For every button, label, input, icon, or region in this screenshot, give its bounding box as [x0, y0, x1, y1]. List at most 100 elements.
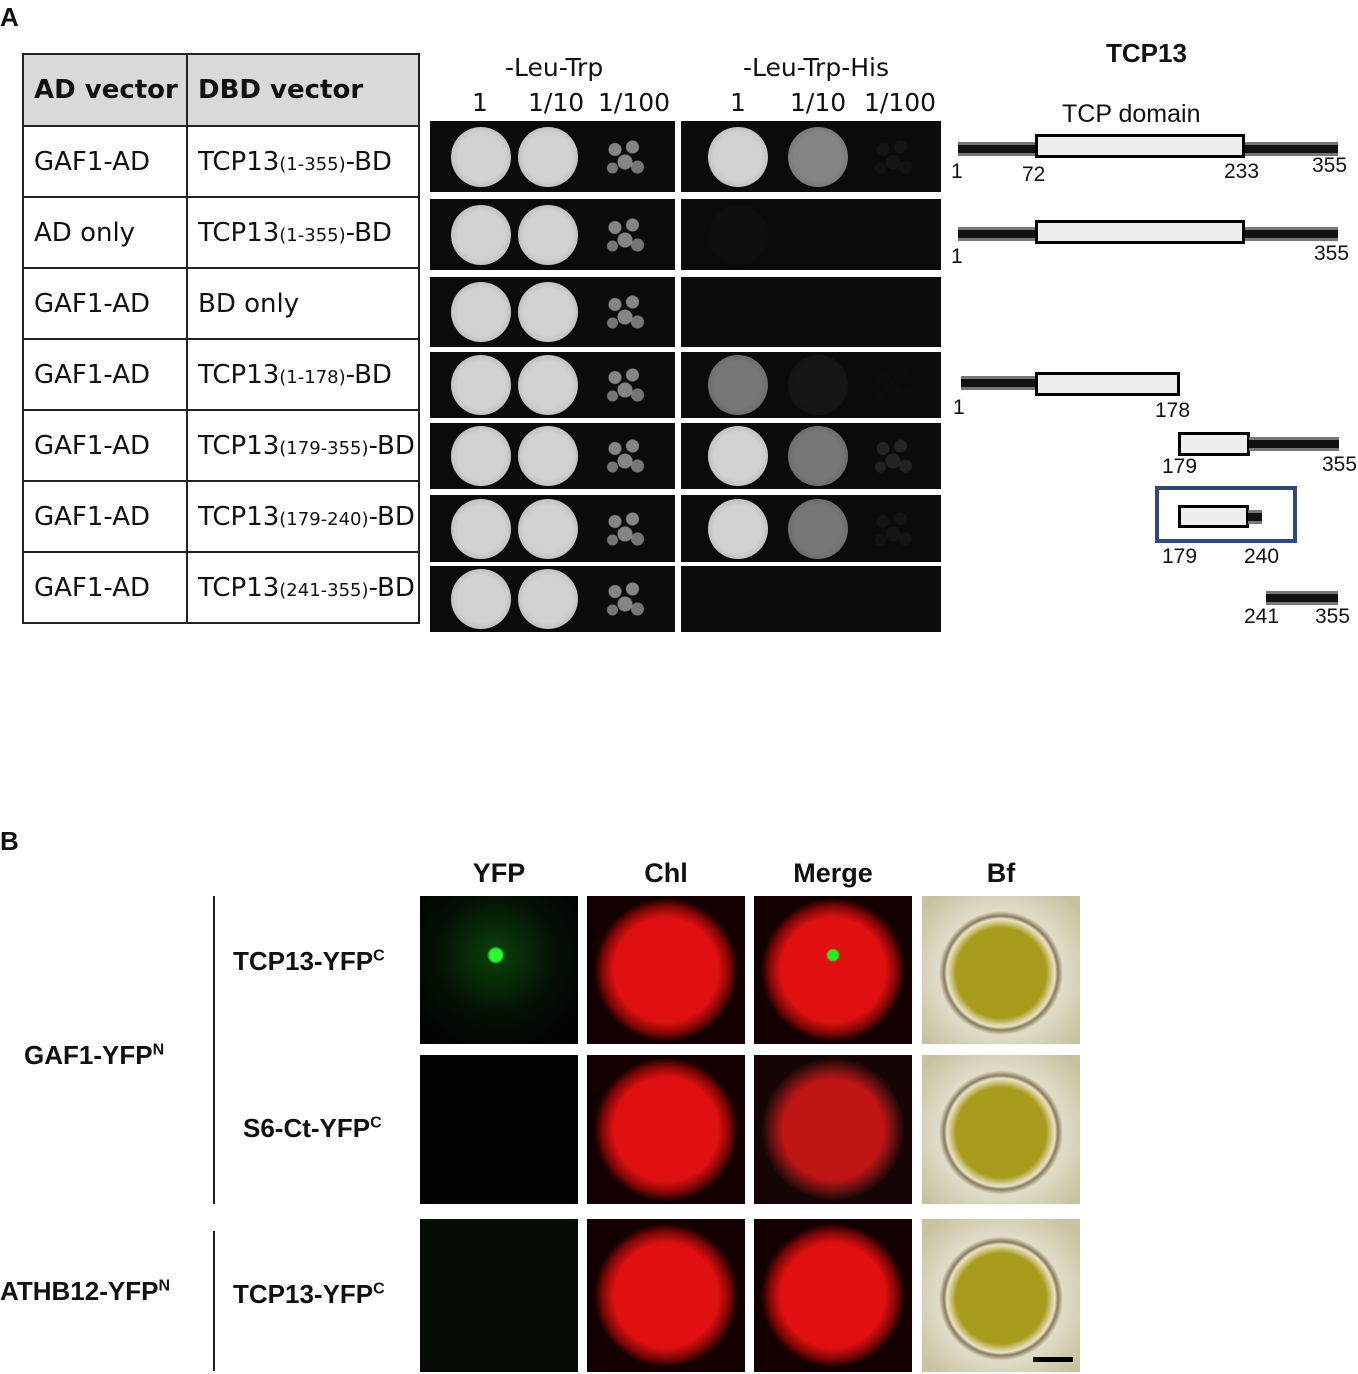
plate-row-1-ltw: [430, 121, 675, 192]
construct-2-tick-355: 355: [1314, 242, 1350, 265]
column-merge: Merge: [793, 858, 873, 888]
group-gaf1-bracket: [213, 896, 215, 1204]
construct-1-tick-355: 355: [1312, 154, 1348, 177]
construct-2-domain: [1035, 220, 1245, 244]
micrograph-merge-row-1: [754, 896, 912, 1044]
column-bf: Bf: [986, 858, 1016, 888]
ad-cell: AD only: [22, 196, 188, 269]
yeast-spot: [518, 204, 578, 265]
construct-5-line: [1249, 437, 1339, 451]
yeast-spot: [451, 282, 511, 342]
dbd-name: BD only: [198, 288, 300, 319]
micrograph-chl-row-1: [587, 896, 745, 1044]
plate-row-7-ltwh: [681, 566, 941, 632]
panel-a-letter: A: [0, 2, 19, 32]
dbd-suffix: -BD: [368, 501, 415, 532]
yeast-spot: [868, 131, 918, 182]
dbd-cell: TCP13(1-178)-BD: [186, 338, 420, 411]
ad-cell: GAF1-AD: [22, 267, 188, 340]
micrograph-chl-row-3: [587, 1219, 745, 1372]
micrograph-yfp-row-2: [420, 1055, 578, 1204]
construct-7-tick-355: 355: [1315, 605, 1351, 628]
dbd-suffix: -BD: [345, 146, 392, 177]
dbd-range: (241-355): [279, 579, 369, 601]
plate-row-3-ltw: [430, 277, 675, 347]
dbd-name: TCP13: [198, 359, 280, 390]
yeast-spot: [708, 498, 768, 559]
domain-map-title: TCP13: [1106, 38, 1187, 68]
yeast-spot: [788, 355, 848, 415]
construct-4-domain: [1035, 372, 1180, 396]
construct-5-tick-179: 179: [1162, 455, 1198, 478]
micrograph-merge-row-3: [754, 1219, 912, 1372]
yeast-spot: [868, 503, 918, 554]
construct-4-line: [961, 376, 1041, 390]
row-1-label: TCP13-YFPC: [233, 946, 385, 976]
construct-6-tick-179: 179: [1162, 545, 1198, 568]
dbd-cell: BD only: [186, 267, 420, 340]
yeast-spot: [518, 282, 578, 342]
construct-5-domain: [1178, 432, 1250, 456]
panel-b-letter: B: [0, 826, 19, 856]
scale-bar: [1033, 1357, 1073, 1362]
micrograph-bf-row-2: [922, 1055, 1080, 1204]
construct-1-tick-72: 72: [1022, 163, 1046, 186]
ad-cell: GAF1-AD: [22, 480, 188, 553]
dilution-ltwh-1: 1: [730, 88, 746, 117]
micrograph-bf-row-3: [922, 1219, 1080, 1372]
dbd-range: (1-355): [279, 224, 346, 246]
yeast-spot: [788, 498, 848, 559]
construct-6-domain: [1178, 505, 1249, 528]
dbd-suffix: -BD: [345, 217, 392, 248]
dbd-range: (1-355): [279, 153, 346, 175]
dilution-ltwh-3: 1/100: [864, 88, 937, 117]
plate-row-4-ltwh: [681, 352, 941, 418]
construct-5-tick-355: 355: [1322, 453, 1358, 476]
dbd-cell: TCP13(1-355)-BD: [186, 196, 420, 269]
yeast-spot: [518, 426, 578, 486]
construct-7-line: [1266, 591, 1338, 605]
dbd-cell: TCP13(1-355)-BD: [186, 125, 420, 198]
dbd-name: TCP13: [198, 501, 280, 532]
dilution-ltw-2: 1/10: [528, 88, 585, 117]
dbd-cell: TCP13(179-240)-BD: [186, 480, 420, 553]
media-label-ltwh: -Leu-Trp-His: [743, 53, 889, 82]
plate-row-3-ltwh: [681, 277, 941, 347]
group-athb12-bracket: [213, 1231, 215, 1371]
dbd-range: (179-240): [279, 508, 369, 530]
construct-6-line: [1248, 510, 1262, 524]
row-2-label: S6-Ct-YFPC: [243, 1113, 382, 1143]
yeast-spot: [868, 431, 918, 481]
dbd-name: TCP13: [198, 146, 280, 177]
ad-cell: GAF1-AD: [22, 409, 188, 482]
yeast-spot: [600, 209, 650, 260]
yeast-spot: [600, 287, 650, 337]
yeast-spot: [708, 355, 768, 415]
dbd-suffix: -BD: [368, 572, 415, 603]
table-row: GAF1-AD BD only: [22, 267, 420, 340]
yeast-spot: [600, 131, 650, 182]
plate-row-5-ltw: [430, 423, 675, 489]
construct-1-domain: [1035, 134, 1245, 158]
micrograph-yfp-row-3: [420, 1219, 578, 1372]
yeast-spot: [708, 204, 768, 265]
dbd-name: TCP13: [198, 430, 280, 461]
group-athb12-label: ATHB12-YFPN: [0, 1276, 170, 1306]
dbd-cell: TCP13(179-355)-BD: [186, 409, 420, 482]
micrograph-merge-row-2: [754, 1055, 912, 1204]
dilution-ltw-1: 1: [472, 88, 488, 117]
yeast-spot: [451, 498, 511, 559]
yeast-spot: [518, 355, 578, 415]
construct-1-tick-233: 233: [1224, 160, 1260, 183]
tcp-domain-label: TCP domain: [1062, 100, 1201, 128]
dilution-ltwh-2: 1/10: [790, 88, 847, 117]
plate-row-2-ltwh: [681, 199, 941, 270]
yeast-spot: [451, 126, 511, 187]
dilution-ltw-3: 1/100: [598, 88, 671, 117]
